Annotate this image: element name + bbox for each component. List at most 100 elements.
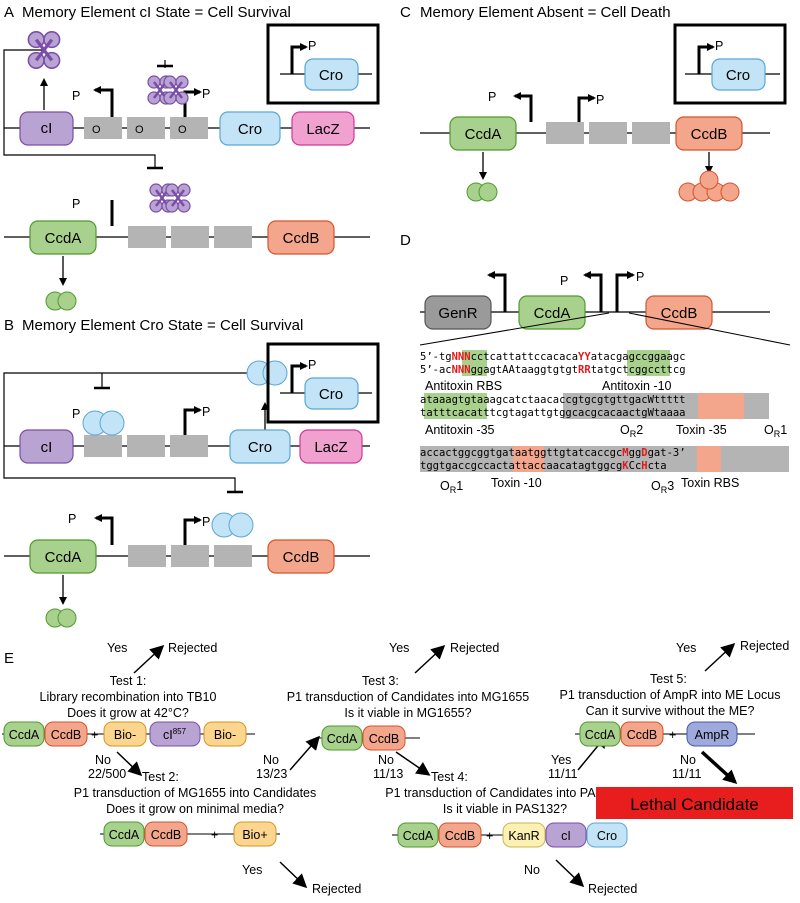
or1-label: O [178,124,187,136]
antitoxin-10-label: Antitoxin -10 [602,379,672,393]
test3-line2: Is it viable in MG1655? [344,706,471,720]
panel-d: D GenR CcdA CcdB P P 5’-tgNNNcctcattattc… [400,232,791,495]
arrow45-yes: Yes [551,753,571,767]
panel-a-letter: A [4,4,14,21]
test3-rejected: Rejected [450,641,499,655]
test5-yes: Yes [676,641,696,655]
ccda-protein-icon [478,182,498,202]
arrow34-count: 11/13 [373,767,403,781]
ci-tetramer-icon [148,182,192,214]
test4-line2: Is it viable in PAS132? [443,802,567,816]
antitoxin-rbs-label: Antitoxin RBS [425,379,502,393]
pr-label: P [202,87,210,101]
lacz-gene-label: LacZ [306,121,339,138]
operator-or3 [84,117,122,139]
plac-label: P [560,274,568,288]
pr-label: P [636,270,644,284]
test1-yes: Yes [107,641,127,655]
operator-or2 [128,226,166,248]
seq-row3-bottom: tggtgaccgccactattaccaacatagtggcgKCcHcta [420,460,667,472]
prm-label: P [72,407,80,421]
panel-b-title: Memory Element Cro State = Cell Survival [22,317,303,334]
panel-c-title: Memory Element Absent = Cell Death [420,4,671,21]
plac-promoter-icon [94,514,114,545]
ccdb-gene-label: CcdB [283,549,320,566]
cro-part: Cro [597,829,617,843]
cro-gene-box [304,58,359,91]
test5-line2: Can it survive without the ME? [586,704,755,718]
ccdb-gene-label: CcdB [283,230,320,247]
arrow45-count: 11/11 [548,767,577,781]
arrow34-no: No [378,753,394,767]
cro-gene-label: Cro [238,121,262,138]
ampr-part: AmpR [695,728,730,742]
cro-box-label: Cro [319,386,343,403]
lacz-gene [299,429,363,464]
ccda-gene [518,295,586,330]
panel-c: C Memory Element Absent = Cell Death P C… [400,4,787,202]
pr-promoter-icon [615,271,635,312]
plac-label: P [68,512,76,526]
test1-line2: Does it grow at 42°C? [67,706,189,720]
ccda-part: CcdA [403,829,434,843]
plac-promoter-icon [583,271,603,312]
arrow23-count: 13/23 [256,767,287,781]
feedback-line [3,372,250,492]
plac-label: P [488,90,496,104]
test2-line1: P1 transduction of MG1655 into Candidate… [74,786,317,800]
prm-label: P [72,89,80,103]
operator-or3 [214,226,252,248]
final-count: 11/11 [672,767,701,781]
test5-title: Test 5: [650,672,687,686]
ci857-part: cI857 [163,727,187,742]
ptet-promoter-icon [290,43,308,74]
ccda-gene [29,539,97,574]
panel-d-letter: D [400,232,411,249]
ci-gene-label: cI [41,120,53,137]
seq-row3-top: accactggcggtgataatggttgtatcaccgcMggDgat-… [420,447,686,459]
test5-line1: P1 transduction of AmpR into ME Locus [560,688,781,702]
test2-rejected: Rejected [312,882,361,896]
genr-gene-label: GenR [438,305,477,322]
pr-promoter-icon [577,94,596,122]
operator-or1 [170,117,208,139]
test1-rejected: Rejected [168,641,217,655]
ccdb-part: CcdB [51,728,82,742]
ccdb-part: CcdB [627,728,658,742]
ccda-protein-icon [57,608,77,628]
or3-label: OR3 [651,479,674,495]
seq-row1-top: 5’-tgNNNcctcattattccacacaYYatacgagccggaa… [420,351,686,363]
or1b-label: OR1 [440,479,463,495]
pr-label: P [202,515,210,529]
ccda-part: CcdA [585,728,616,742]
test2-line2: Does it grow on minimal media? [106,802,284,816]
test4-title: Test 4: [431,770,468,784]
ccda-part: CcdA [327,732,358,746]
kanr-part: KanR [508,829,539,843]
panel-c-letter: C [400,4,411,21]
plus-sign: + [211,828,218,842]
toxin-rbs-label: Toxin RBS [681,476,739,490]
ptet-box [266,23,380,105]
lethal-candidate-box [596,787,793,819]
pr-promoter-icon [183,406,202,435]
final-no: No [680,753,696,767]
pr-label: P [596,93,604,107]
test2-yes: Yes [242,863,262,877]
arrow12-count: 22/500 [88,767,126,781]
cro-gene-label: Cro [248,439,272,456]
arrow23-no: No [263,753,279,767]
panel-e: E Yes Rejected Test 1: Library recombina… [2,639,793,896]
cro-box-label: Cro [319,67,343,84]
test3-yes: Yes [389,641,409,655]
cro-gene [219,111,281,146]
pr-promoter-icon [183,516,202,545]
ccdb-gene [267,539,335,574]
or2-label: O [135,124,144,136]
plac-promoter-icon [513,92,533,122]
seq-row1-bottom: 5’-acNNNggagtAAtaaggtgtgtRRtatgctcggcctt… [420,364,686,376]
operator-or1 [171,226,209,248]
panel-b-letter: B [4,317,14,334]
